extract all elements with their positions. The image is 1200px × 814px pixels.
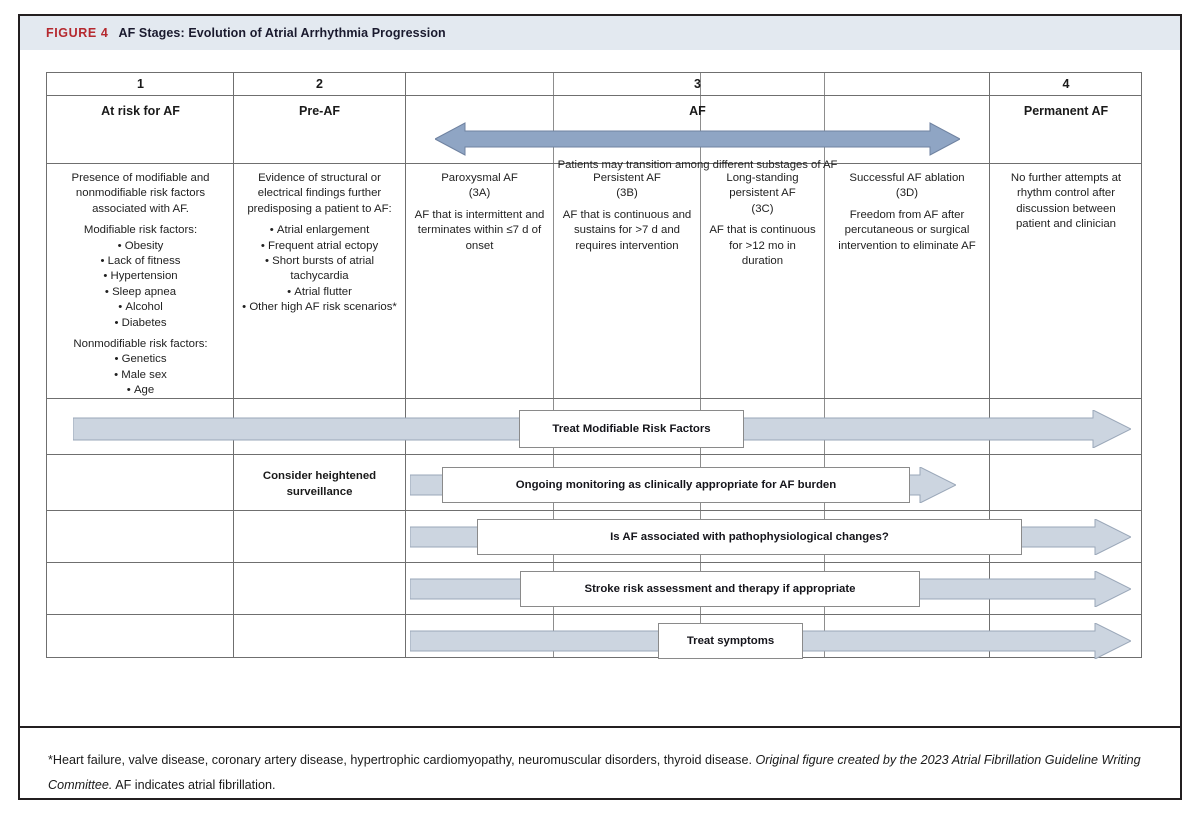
substage-3c-code: (3C) bbox=[751, 202, 774, 215]
diagram-area: 1 2 3 4 At risk for AF Pre-AF AF Permane… bbox=[20, 50, 1180, 710]
stage2-content: Evidence of structural or electrical fin… bbox=[234, 171, 405, 316]
stage4-description: No further attempts at rhythm control af… bbox=[1010, 172, 1122, 231]
row-rule-arrow2 bbox=[47, 510, 1141, 511]
column-rule-3 bbox=[989, 73, 990, 657]
row-rule-content bbox=[47, 398, 1141, 399]
list-item: Male sex bbox=[114, 368, 167, 383]
column-rule-1 bbox=[233, 73, 234, 657]
row-rule-arrow4 bbox=[47, 614, 1141, 615]
row-rule-stagenames bbox=[47, 163, 1141, 164]
stage1-nonmodifiable-heading: Nonmodifiable risk factors: bbox=[73, 338, 208, 351]
row-rule-arrow1 bbox=[47, 454, 1141, 455]
substage-rule-b bbox=[700, 73, 701, 657]
stage-name-1: At risk for AF bbox=[101, 104, 180, 118]
list-item: Obesity bbox=[101, 239, 181, 254]
figure-number-label: FIGURE 4 bbox=[46, 25, 109, 40]
stage1-intro: Presence of modifiable and nonmodifiable… bbox=[71, 172, 210, 215]
substage-3a: Paroxysmal AF (3A) AF that is intermitte… bbox=[406, 171, 553, 254]
list-item: Alcohol bbox=[101, 300, 181, 315]
figure-frame: FIGURE 4 AF Stages: Evolution of Atrial … bbox=[18, 14, 1182, 800]
substage-3d-description: Freedom from AF after percutaneous or su… bbox=[838, 208, 976, 252]
process-arrow-row-1: Treat Modifiable Risk Factors bbox=[73, 410, 1131, 448]
substage-rule-c bbox=[824, 73, 825, 657]
column-rule-2 bbox=[405, 73, 406, 657]
transition-arrow-group: Patients may transition among different … bbox=[406, 121, 989, 171]
process-arrow-label-3: Is AF associated with pathophysiological… bbox=[477, 519, 1022, 555]
stage1-modifiable-list: Obesity Lack of fitness Hypertension Sle… bbox=[101, 239, 181, 331]
stage1-nonmodifiable-list: Genetics Male sex Age bbox=[114, 352, 167, 398]
substage-rule-a bbox=[553, 73, 554, 657]
footnote-separator-wrap bbox=[20, 710, 1180, 728]
bidirectional-arrow-icon bbox=[435, 122, 960, 156]
substage-3b-title: Persistent AF bbox=[593, 172, 661, 184]
substage-3c-description: AF that is continuous for >12 mo in dura… bbox=[709, 224, 816, 268]
footnote-italic: Original figure created by the 2023 Atri… bbox=[48, 753, 1141, 792]
list-item: Hypertension bbox=[101, 269, 181, 284]
substage-3a-title: Paroxysmal AF bbox=[441, 172, 518, 184]
process-arrow-label-4: Stroke risk assessment and therapy if ap… bbox=[520, 571, 920, 607]
footnote-part1: *Heart failure, valve disease, coronary … bbox=[48, 753, 756, 767]
substage-3a-description: AF that is intermittent and terminates w… bbox=[414, 208, 545, 252]
stage-number-4: 4 bbox=[1062, 77, 1070, 91]
stage-name-4: Permanent AF bbox=[1023, 104, 1109, 118]
substage-3b-description: AF that is continuous and sustains for >… bbox=[562, 208, 692, 252]
process-arrow-row-2: Ongoing monitoring as clinically appropr… bbox=[410, 467, 956, 503]
process-arrow-row-5: Treat symptoms bbox=[410, 623, 1131, 659]
stage-name-3: AF bbox=[689, 104, 706, 118]
stage2-intro: Evidence of structural or electrical fin… bbox=[247, 172, 392, 215]
substage-3b-code: (3B) bbox=[616, 187, 638, 200]
list-item: Age bbox=[114, 383, 167, 398]
list-item: Other high AF risk scenarios* bbox=[240, 300, 399, 315]
substage-3c: Long-standing persistent AF (3C) AF that… bbox=[701, 171, 824, 269]
stage2-list: Atrial enlargement Frequent atrial ectop… bbox=[240, 223, 399, 315]
substage-3c-title: Long-standing persistent AF bbox=[726, 172, 799, 200]
list-item: Short bursts of atrial tachycardia bbox=[240, 254, 399, 285]
stage-number-2: 2 bbox=[316, 77, 323, 91]
figure-header: FIGURE 4 AF Stages: Evolution of Atrial … bbox=[20, 16, 1180, 50]
process-arrow-label-2: Ongoing monitoring as clinically appropr… bbox=[442, 467, 910, 503]
process-arrow-row-3: Is AF associated with pathophysiological… bbox=[410, 519, 1131, 555]
substage-3d-title: Successful AF ablation bbox=[849, 172, 965, 184]
list-item: Atrial enlargement bbox=[240, 223, 399, 238]
substage-3b: Persistent AF (3B) AF that is continuous… bbox=[554, 171, 700, 254]
stage-number-3: 3 bbox=[694, 77, 701, 91]
row-rule-arrow3 bbox=[47, 562, 1141, 563]
stage-number-1: 1 bbox=[137, 77, 144, 91]
transition-note: Patients may transition among different … bbox=[557, 159, 838, 171]
substage-3d-code: (3D) bbox=[895, 187, 919, 200]
list-item: Atrial flutter bbox=[240, 285, 399, 300]
figure-title: AF Stages: Evolution of Atrial Arrhythmi… bbox=[118, 25, 446, 40]
list-item: Lack of fitness bbox=[101, 254, 181, 269]
substage-3a-code: (3A) bbox=[468, 187, 491, 200]
footnote: *Heart failure, valve disease, coronary … bbox=[20, 728, 1180, 798]
process-arrow-row-4: Stroke risk assessment and therapy if ap… bbox=[410, 571, 1131, 607]
stage1-modifiable-heading: Modifiable risk factors: bbox=[83, 224, 198, 237]
process-arrow-label-5: Treat symptoms bbox=[658, 623, 803, 659]
process-arrow-label-1: Treat Modifiable Risk Factors bbox=[519, 410, 744, 448]
footnote-separator bbox=[20, 726, 1180, 728]
list-item: Diabetes bbox=[101, 316, 181, 331]
surveillance-note: Consider heightened surveillance bbox=[262, 470, 377, 498]
substage-3d: Successful AF ablation (3D) Freedom from… bbox=[825, 171, 989, 254]
footnote-part2: AF indicates atrial fibrillation. bbox=[112, 778, 276, 792]
stage4-content: No further attempts at rhythm control af… bbox=[990, 171, 1142, 233]
stage1-content: Presence of modifiable and nonmodifiable… bbox=[48, 171, 233, 399]
row-rule-numbers bbox=[47, 95, 1141, 96]
stage-name-2: Pre-AF bbox=[299, 104, 340, 118]
list-item: Genetics bbox=[114, 352, 167, 367]
list-item: Sleep apnea bbox=[101, 285, 181, 300]
stage-grid: 1 2 3 4 At risk for AF Pre-AF AF Permane… bbox=[46, 72, 1142, 659]
list-item: Frequent atrial ectopy bbox=[240, 239, 399, 254]
